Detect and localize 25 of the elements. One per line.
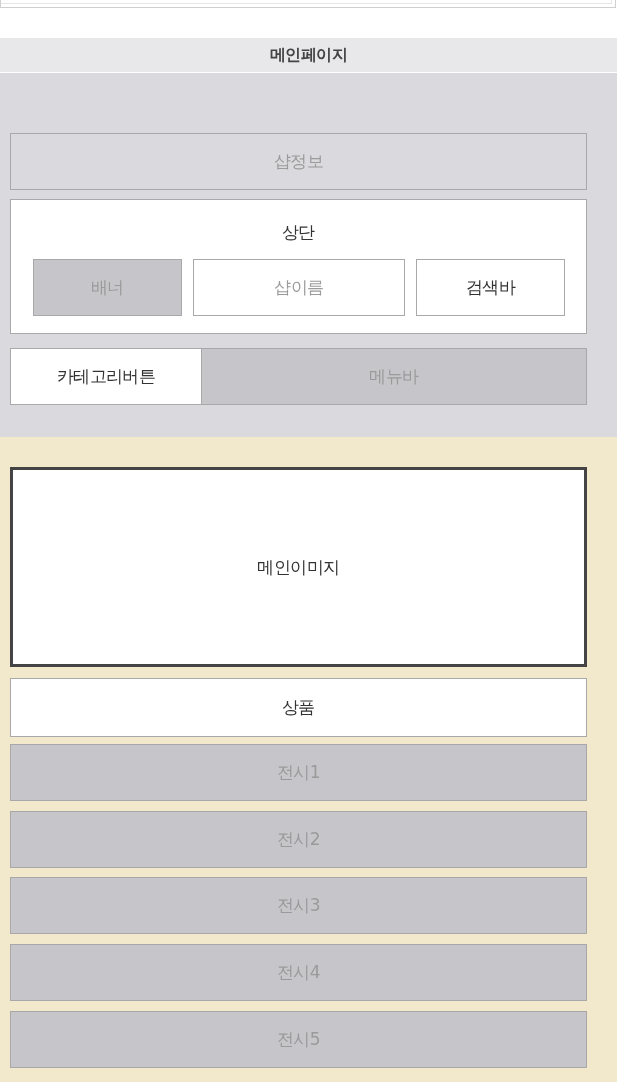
block-label: 샵이름	[274, 277, 324, 298]
wireframe-block	[10, 877, 587, 934]
wireframe-block	[193, 259, 405, 316]
block-label: 샵정보	[273, 151, 324, 172]
wireframe-block	[10, 133, 587, 190]
wireframe-block	[10, 811, 587, 868]
wireframe-block	[10, 199, 587, 334]
wireframe-block	[10, 744, 587, 801]
header-band	[0, 38, 617, 72]
page-heading: 메인페이지	[270, 45, 347, 65]
block-label: 카테고리버튼	[56, 366, 156, 387]
block-label: 상품	[282, 697, 315, 718]
wireframe-block	[10, 1011, 587, 1068]
wireframe-block	[10, 348, 202, 405]
block-label: 메인이미지	[257, 556, 340, 578]
wireframe-block	[10, 944, 587, 1001]
wireframe-block	[416, 259, 565, 316]
block-label: 검색바	[465, 277, 516, 298]
wireframe-block	[33, 259, 182, 316]
wireframe-block	[201, 348, 587, 405]
block-label: 상단	[282, 222, 315, 243]
page-section	[0, 73, 617, 437]
wireframe-block	[10, 467, 587, 667]
page-section	[0, 437, 617, 1082]
wireframe-block	[10, 678, 587, 737]
